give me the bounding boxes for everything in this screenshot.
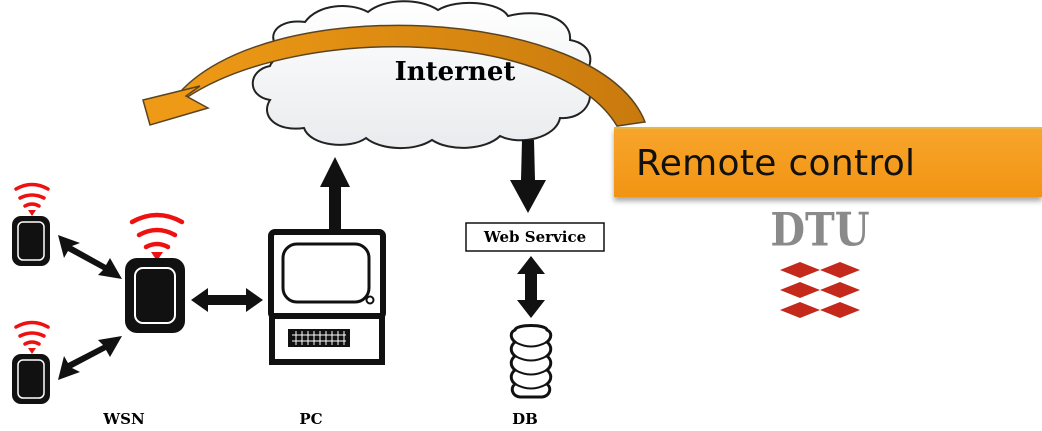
sensor-node-icon xyxy=(12,354,50,404)
signal-icon xyxy=(14,182,50,208)
remote-control-arc-arrow xyxy=(142,24,647,127)
pc-keyboard xyxy=(288,329,350,347)
signal-icon xyxy=(129,212,185,250)
double-arrow-bottom-node xyxy=(58,336,122,380)
wsn-node-bottom xyxy=(12,320,50,404)
gateway-node-icon xyxy=(125,258,185,333)
sensor-node-icon xyxy=(12,216,50,266)
caption-pc: PC xyxy=(299,410,322,428)
double-arrow-gateway-pc xyxy=(191,288,263,312)
wsn-gateway-node xyxy=(125,212,185,333)
double-arrow-top-node xyxy=(58,235,122,279)
database-icon xyxy=(509,324,553,399)
remote-control-label: Remote control xyxy=(636,142,916,184)
remote-control-box: Remote control xyxy=(614,127,1042,197)
dtu-logo: DTU xyxy=(770,204,870,318)
double-arrow-webservice-db xyxy=(517,256,545,318)
signal-icon xyxy=(14,320,50,346)
caption-db: DB xyxy=(512,410,538,428)
cloud-label: Internet xyxy=(395,57,516,87)
caption-wsn: WSN xyxy=(102,410,145,428)
arrow-internet-to-webservice xyxy=(510,140,546,213)
wsn-node-top xyxy=(12,182,50,266)
arrow-pc-to-internet xyxy=(320,157,350,230)
web-service-label: Web Service xyxy=(483,228,586,246)
internet-cloud: Internet xyxy=(251,0,592,150)
arc-arrowhead xyxy=(142,85,210,126)
dtu-logo-mark xyxy=(780,262,860,318)
dtu-logo-text: DTU xyxy=(770,204,869,257)
web-service-box: Web Service xyxy=(465,222,605,252)
pc-computer xyxy=(268,229,386,365)
